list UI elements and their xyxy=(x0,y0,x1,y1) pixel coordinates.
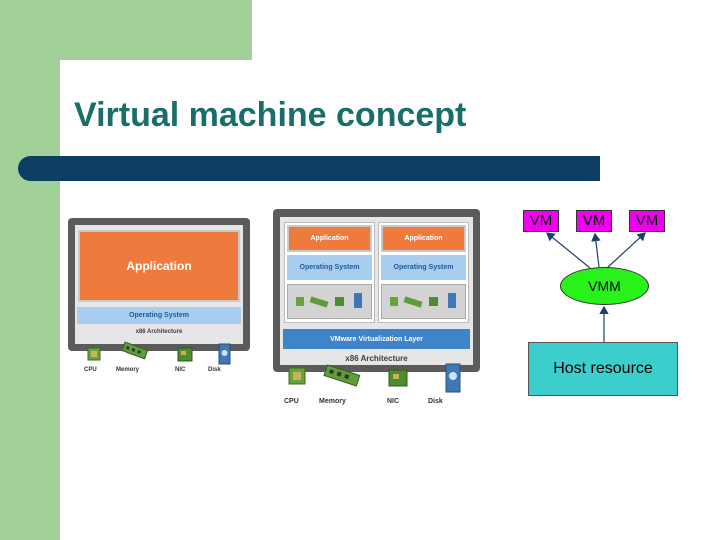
native-architecture-label: x86 Architecture xyxy=(135,329,183,335)
virtualized-architecture-label: x86 Architecture xyxy=(345,354,408,363)
vm-right-hardware-icons xyxy=(390,293,456,308)
native-hw-label-disk: Disk xyxy=(208,367,221,373)
memory-icon xyxy=(121,341,149,360)
vm-right-hardware xyxy=(381,284,466,319)
slide-title: Virtual machine concept xyxy=(74,96,467,134)
vm-left-hardware-icons xyxy=(296,293,362,308)
host-resource-box: Host resource xyxy=(528,342,678,396)
arrow-vmm-to-vm-3 xyxy=(606,232,646,269)
virtualized-hw-label-nic: NIC xyxy=(387,398,400,405)
virtualized-hw-label-memory: Memory xyxy=(319,398,346,405)
vm-right-os: Operating System xyxy=(381,255,466,280)
nic-icon xyxy=(335,297,344,306)
vm-right: Application Operating System xyxy=(378,222,469,323)
top-background xyxy=(0,0,252,60)
cpu-icon xyxy=(296,297,304,306)
vm-left: Application Operating System xyxy=(284,222,375,323)
vm-box-3: VM xyxy=(629,210,665,232)
native-application-box: Application xyxy=(78,230,240,302)
sidebar-background xyxy=(0,0,60,540)
vm-box-1: VM xyxy=(523,210,559,232)
native-hw-label-nic: NIC xyxy=(175,367,186,373)
nic-icon xyxy=(429,297,438,306)
native-hw-label-memory: Memory xyxy=(116,367,140,373)
native-frame-inner: Application Operating System x86 Archite… xyxy=(75,225,243,344)
disk-icon xyxy=(445,363,461,393)
virtualized-hardware-icons xyxy=(288,363,461,393)
nic-icon xyxy=(388,369,408,387)
memory-icon xyxy=(403,296,423,308)
vmm-ellipse: VMM xyxy=(560,267,649,305)
memory-icon xyxy=(309,296,329,308)
vm-right-application: Application xyxy=(381,225,466,252)
virtualized-architecture-diagram: Application Operating System Application… xyxy=(273,209,480,372)
cpu-icon xyxy=(288,367,306,385)
native-hw-label-cpu: CPU xyxy=(84,367,97,373)
cpu-icon xyxy=(87,347,101,361)
native-hardware-icons xyxy=(87,341,231,365)
vm-box-2: VM xyxy=(576,210,612,232)
disk-icon xyxy=(354,293,362,308)
native-os-box: Operating System xyxy=(77,307,241,324)
native-architecture-diagram: Application Operating System x86 Archite… xyxy=(68,218,250,351)
disk-icon xyxy=(218,343,231,365)
arrow-vmm-to-vm-1 xyxy=(546,232,591,269)
virtualized-hw-label-disk: Disk xyxy=(428,398,443,405)
vm-left-os: Operating System xyxy=(287,255,372,280)
cpu-icon xyxy=(390,297,398,306)
arrow-vmm-to-vm-2 xyxy=(591,232,601,268)
vm-left-hardware xyxy=(287,284,372,319)
virtualized-frame-inner: Application Operating System Application… xyxy=(280,217,473,365)
virtualization-layer: VMware Virtualization Layer xyxy=(283,329,470,349)
nic-icon xyxy=(177,347,193,362)
virtualized-hw-label-cpu: CPU xyxy=(284,398,299,405)
vm-left-application: Application xyxy=(287,225,372,252)
memory-icon xyxy=(323,364,361,387)
disk-icon xyxy=(448,293,456,308)
title-underline-bar xyxy=(18,156,600,181)
